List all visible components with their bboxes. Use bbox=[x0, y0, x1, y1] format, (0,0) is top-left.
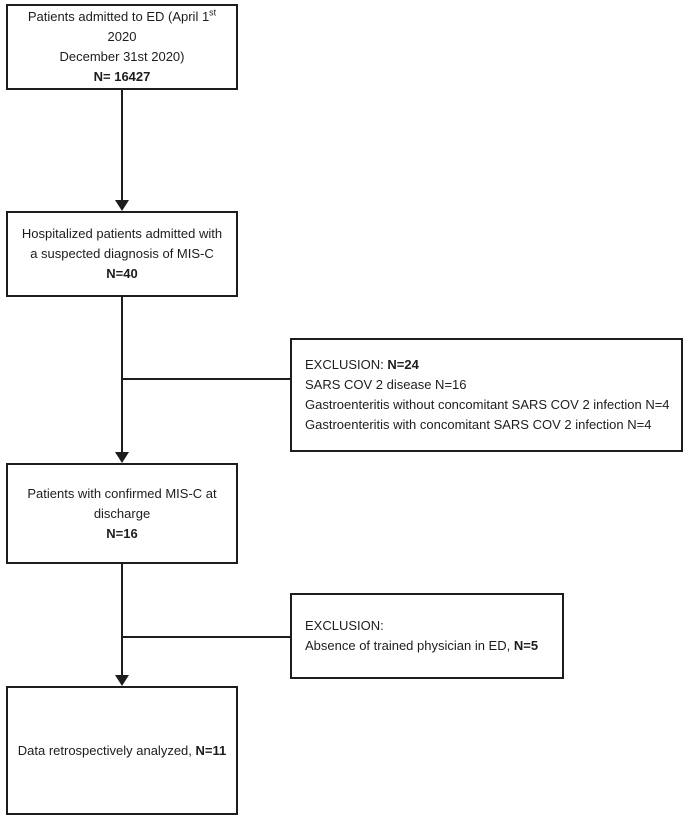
exclusion-heading: EXCLUSION: N=24 bbox=[305, 355, 673, 375]
patient-count: N=11 bbox=[195, 742, 227, 758]
box-line: Patients admitted to ED (April 1st 2020 bbox=[12, 7, 232, 47]
box-line: December 31st 2020) bbox=[59, 49, 185, 64]
connector-line-suspected-to-confirmed bbox=[121, 297, 123, 452]
connector-line-confirmed-to-analyzed bbox=[121, 564, 123, 675]
exclusion-label: EXCLUSION: bbox=[305, 357, 388, 372]
flow-box-analyzed: Data retrospectively analyzed, N=11 bbox=[6, 686, 238, 815]
exclusion-reason: Gastroenteritis with concomitant SARS CO… bbox=[305, 417, 652, 432]
box-line: discharge bbox=[93, 505, 151, 521]
box-text: 2020 bbox=[107, 29, 137, 44]
box-line: a suspected diagnosis of MIS-C bbox=[30, 246, 214, 261]
box-line: Hospitalized patients admitted with bbox=[21, 226, 223, 241]
patient-count: N=40 bbox=[106, 266, 138, 281]
flow-box-confirmed-misc: Patients with confirmed MIS-C at dischar… bbox=[6, 463, 238, 564]
patient-count: N= 16427 bbox=[93, 69, 151, 84]
box-text: Data retrospectively analyzed, bbox=[17, 742, 196, 758]
exclusion-reason: SARS COV 2 disease N=16 bbox=[305, 377, 467, 392]
box-line: Data retrospectively analyzed, N=11 bbox=[18, 741, 227, 761]
flow-box-suspected-misc: Hospitalized patients admitted with a su… bbox=[6, 211, 238, 297]
flow-box-ed-admissions: Patients admitted to ED (April 1st 2020 … bbox=[6, 4, 238, 90]
exclusion-count: N=24 bbox=[387, 357, 419, 372]
exclusion-reason: Absence of trained physician in ED, N=5 bbox=[305, 636, 554, 656]
exclusion-box-1: EXCLUSION: N=24 SARS COV 2 disease N=16 … bbox=[290, 338, 683, 452]
exclusion-reason: Gastroenteritis without concomitant SARS… bbox=[305, 397, 670, 412]
arrowhead-down-icon bbox=[115, 200, 129, 211]
exclusion-heading: EXCLUSION: bbox=[305, 618, 384, 633]
exclusion-box-2: EXCLUSION: Absence of trained physician … bbox=[290, 593, 564, 679]
box-line: Patients with confirmed MIS-C at bbox=[27, 485, 217, 501]
connector-branch-to-exclusion-2 bbox=[122, 636, 290, 638]
arrowhead-down-icon bbox=[115, 452, 129, 463]
box-text: Patients admitted to ED (April 1 bbox=[27, 9, 210, 24]
connector-line-ed-to-suspected bbox=[121, 90, 123, 200]
exclusion-reason-text: Absence of trained physician in ED, bbox=[305, 638, 514, 653]
patient-count: N=16 bbox=[106, 525, 138, 541]
superscript-ordinal: st bbox=[209, 7, 217, 18]
arrowhead-down-icon bbox=[115, 675, 129, 686]
exclusion-count: N=5 bbox=[513, 638, 539, 653]
connector-branch-to-exclusion-1 bbox=[122, 378, 290, 380]
